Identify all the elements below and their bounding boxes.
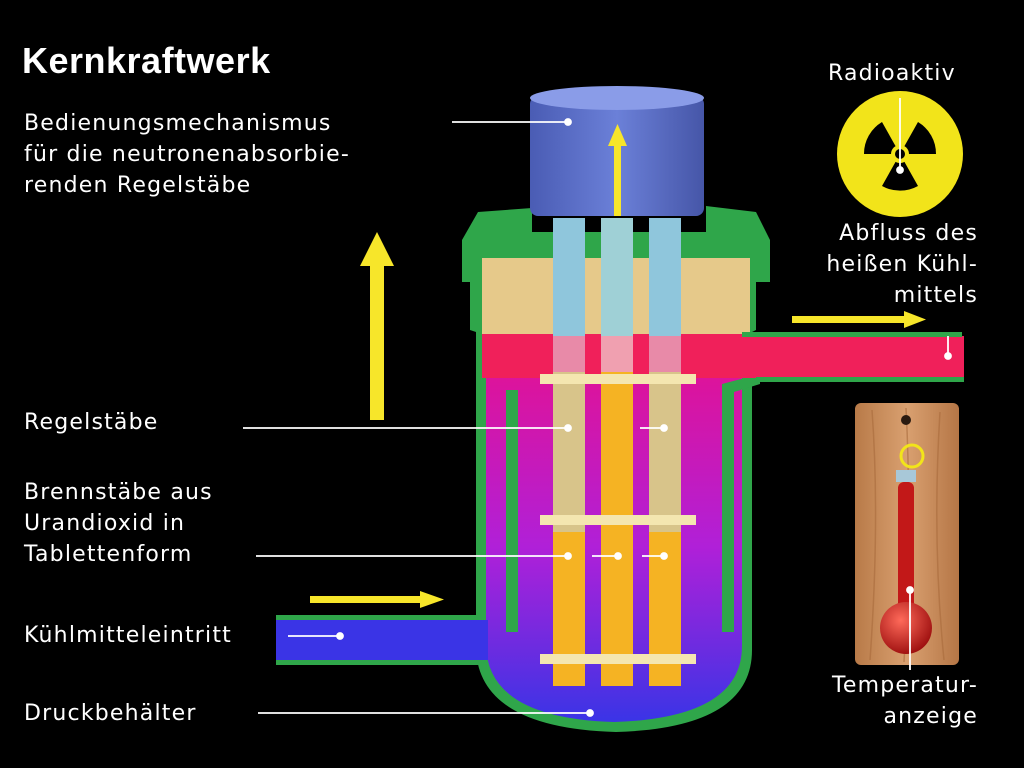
label-fuel-rods: Brennstäbe aus Urandioxid in Tablettenfo…: [24, 477, 213, 570]
label-mechanism-line-3: renden Regelstäbe: [24, 173, 252, 198]
control-rod-1: [553, 372, 585, 532]
rod-hatch-3: [649, 336, 681, 372]
outlet-arrow-shaft: [792, 316, 906, 323]
mechanism-cap-top: [530, 86, 704, 110]
cap-arrow-head: [608, 124, 627, 146]
label-mechanism: Bedienungsmechanismus für die neutronena…: [24, 108, 350, 201]
spacer-grid-middle: [540, 515, 696, 525]
label-mechanism-line-2: für die neutronenabsorbie-: [24, 142, 350, 167]
outlet-pipe-edge-top: [742, 332, 962, 337]
flow-arrow-up-shaft: [370, 264, 384, 420]
inner-liner-top-right: [722, 374, 760, 392]
inlet-pipe-edge-top: [276, 615, 476, 620]
inner-liner-right: [722, 384, 734, 632]
fuel-rod-2: [601, 372, 633, 686]
spacer-grid-top: [540, 374, 696, 384]
label-coolant-outlet-line-2: heißen Kühl-: [826, 252, 978, 277]
label-temperature-line-1: Temperatur-: [831, 673, 978, 698]
label-coolant-inlet: Kühlmitteleintritt: [24, 623, 232, 648]
outlet-arrow-head: [904, 311, 926, 328]
control-rod-upper-3: [649, 218, 681, 336]
label-fuel-rods-line-1: Brennstäbe aus: [24, 480, 213, 505]
label-fuel-rods-line-3: Tablettenform: [24, 542, 193, 567]
leader-lines: [243, 98, 952, 717]
control-rod-3: [649, 372, 681, 532]
label-temperature: Temperatur- anzeige: [790, 670, 978, 732]
flow-arrow-up-head: [360, 232, 394, 266]
thermometer-icon: [855, 403, 959, 665]
inlet-arrow-head: [420, 591, 444, 608]
control-rod-upper-2: [601, 218, 633, 336]
inlet-pipe: [276, 620, 488, 660]
outlet-pipe-edge-bottom: [756, 377, 964, 382]
label-control-rods: Regelstäbe: [24, 410, 159, 435]
label-fuel-rods-line-2: Urandioxid in: [24, 511, 186, 536]
label-mechanism-line-1: Bedienungsmechanismus: [24, 111, 332, 136]
label-coolant-outlet: Abfluss des heißen Kühl- mittels: [790, 218, 978, 311]
inlet-arrow-shaft: [310, 596, 422, 603]
label-coolant-outlet-line-1: Abfluss des: [839, 221, 978, 246]
label-coolant-outlet-line-3: mittels: [893, 283, 978, 308]
inner-liner-left: [506, 390, 518, 632]
label-pressure-vessel: Druckbehälter: [24, 701, 197, 726]
cap-arrow-shaft: [614, 144, 621, 216]
spacer-grid-bottom: [540, 654, 696, 664]
label-radioactive: Radioaktiv: [828, 61, 956, 86]
rod-hatch-1: [553, 336, 585, 372]
rod-hatch-2: [601, 336, 633, 372]
page-title: Kernkraftwerk: [22, 40, 271, 81]
label-temperature-line-2: anzeige: [883, 704, 978, 729]
control-rod-upper-1: [553, 218, 585, 336]
inlet-pipe-edge-bottom: [276, 660, 486, 665]
outlet-pipe: [742, 336, 964, 378]
